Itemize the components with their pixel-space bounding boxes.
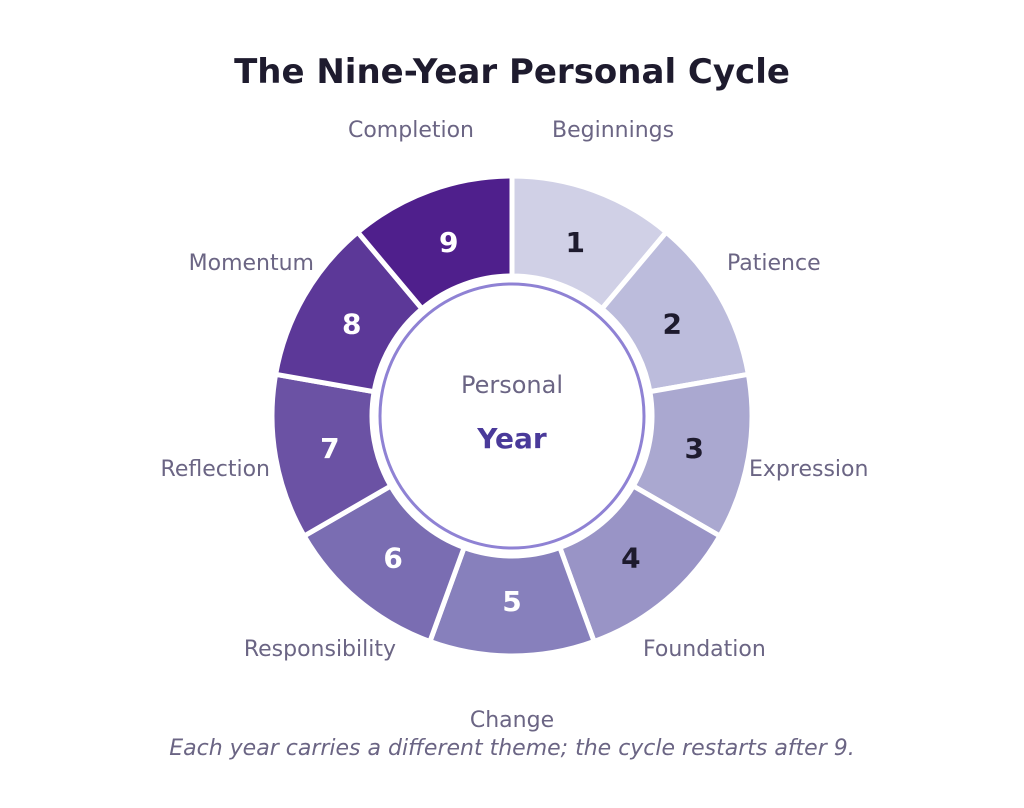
theme-label-4: Foundation [643,637,766,662]
hub-label-year: Year [476,422,547,455]
page-title: The Nine-Year Personal Cycle [234,52,790,92]
theme-label-3: Expression [749,457,868,482]
segment-number-9: 9 [439,226,458,259]
segment-number-7: 7 [320,432,339,465]
hub-label-personal: Personal [461,371,563,399]
cycle-segment-9 [355,173,515,312]
hub-ring [378,282,646,550]
segment-number-5: 5 [502,585,521,618]
theme-label-1: Beginnings [552,118,674,143]
theme-label-2: Patience [727,251,821,276]
theme-label-9: Completion [348,118,474,143]
theme-label-6: Responsibility [244,637,396,662]
theme-label-7: Reflection [161,457,270,482]
theme-labels-group: BeginningsPatienceExpressionFoundationCh… [161,118,869,733]
caption: Each year carries a different theme; the… [169,736,855,761]
segment-number-8: 8 [342,308,361,341]
segment-number-2: 2 [662,308,681,341]
hub-background [380,284,644,548]
theme-label-5: Change [470,708,554,733]
segment-number-6: 6 [383,542,402,575]
segments-group: 1 2 3 4 5 6 7 8 9 [269,173,755,659]
segment-number-3: 3 [684,432,703,465]
theme-label-8: Momentum [189,251,314,276]
segment-number-1: 1 [566,226,585,259]
segment-number-4: 4 [621,542,640,575]
